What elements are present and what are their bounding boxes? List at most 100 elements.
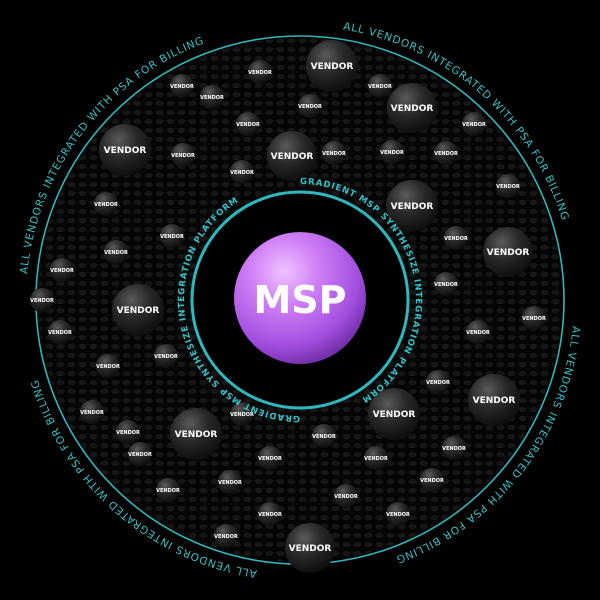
vendor-node: VENDOR (104, 240, 128, 264)
vendor-node: VENDOR (322, 141, 346, 165)
vendor-sphere (214, 524, 238, 548)
vendor-label: VENDOR (289, 544, 332, 554)
vendor-sphere (230, 160, 254, 184)
vendor-sphere (462, 112, 486, 136)
vendor-node: VENDOR (171, 143, 195, 167)
vendor-sphere (420, 468, 444, 492)
vendor-label: VENDOR (391, 104, 434, 114)
vendor-sphere (306, 40, 358, 92)
vendor-node: VENDOR (380, 140, 404, 164)
vendor-sphere (386, 502, 410, 526)
vendor-node: VENDOR (258, 446, 282, 470)
vendor-sphere (380, 140, 404, 164)
vendor-node: VENDOR (112, 284, 164, 336)
vendor-node: VENDOR (236, 112, 260, 136)
vendor-node: VENDOR (426, 370, 450, 394)
vendor-label: VENDOR (426, 380, 450, 386)
vendor-sphere (171, 143, 195, 167)
vendor-label: VENDOR (466, 330, 490, 336)
vendor-sphere (434, 272, 458, 296)
vendor-node: VENDOR (170, 74, 194, 98)
vendor-sphere (322, 141, 346, 165)
vendor-label: VENDOR (30, 298, 54, 304)
vendor-node: VENDOR (48, 320, 72, 344)
vendor-label: VENDOR (171, 153, 195, 159)
vendor-label: VENDOR (104, 146, 147, 156)
vendor-sphere (156, 478, 180, 502)
vendor-label: VENDOR (156, 488, 180, 494)
vendor-sphere (312, 424, 336, 448)
vendor-label: VENDOR (154, 354, 178, 360)
vendor-node: VENDOR (298, 94, 322, 118)
vendor-sphere (230, 402, 254, 426)
vendor-node: VENDOR (312, 424, 336, 448)
vendor-sphere (387, 83, 437, 133)
vendor-label: VENDOR (386, 512, 410, 518)
vendor-sphere (364, 446, 388, 470)
vendor-label: VENDOR (128, 452, 152, 458)
vendor-sphere (80, 400, 104, 424)
vendor-label: VENDOR (214, 534, 238, 540)
vendor-node: VENDOR (420, 468, 444, 492)
vendor-label: VENDOR (218, 480, 242, 486)
vendor-node: VENDOR (230, 402, 254, 426)
vendor-node: VENDOR (334, 484, 358, 508)
vendor-sphere (154, 344, 178, 368)
vendor-label: VENDOR (312, 434, 336, 440)
vendor-sphere (94, 192, 118, 216)
vendor-sphere (466, 320, 490, 344)
vendor-node: VENDOR (444, 226, 468, 250)
vendor-node: VENDOR (368, 74, 392, 98)
vendor-label: VENDOR (271, 152, 314, 162)
vendor-sphere (104, 240, 128, 264)
vendor-node: VENDOR (80, 400, 104, 424)
vendor-sphere (236, 112, 260, 136)
vendor-node: VENDOR (368, 388, 420, 440)
vendor-label: VENDOR (444, 236, 468, 242)
vendor-label: VENDOR (334, 494, 358, 500)
vendor-label: VENDOR (462, 122, 486, 128)
vendor-label: VENDOR (117, 306, 160, 316)
vendor-node: VENDOR (387, 83, 437, 133)
vendor-sphere (368, 74, 392, 98)
vendor-sphere (48, 320, 72, 344)
vendor-node: VENDOR (285, 523, 335, 573)
vendor-label: VENDOR (496, 184, 520, 190)
vendor-sphere (496, 174, 520, 198)
vendor-sphere (267, 131, 317, 181)
vendor-label: VENDOR (230, 412, 254, 418)
vendor-node: VENDOR (434, 141, 458, 165)
vendor-sphere (442, 436, 466, 460)
vendor-sphere (258, 446, 282, 470)
vendor-sphere (468, 374, 520, 426)
vendor-label: VENDOR (104, 250, 128, 256)
vendor-node: VENDOR (386, 502, 410, 526)
vendor-nodes: VENDORVENDORVENDORVENDORVENDORVENDORVEND… (30, 40, 546, 573)
vendor-node: VENDOR (154, 344, 178, 368)
vendor-node: VENDOR (434, 272, 458, 296)
vendor-label: VENDOR (420, 478, 444, 484)
vendor-label: VENDOR (442, 446, 466, 452)
vendor-label: VENDOR (368, 84, 392, 90)
vendor-label: VENDOR (434, 151, 458, 157)
vendor-label: VENDOR (311, 62, 354, 72)
vendor-node: VENDOR (483, 227, 533, 277)
vendor-label: VENDOR (373, 410, 416, 420)
vendor-node: VENDOR (218, 470, 242, 494)
vendor-sphere (99, 124, 151, 176)
vendor-label: VENDOR (522, 316, 546, 322)
vendor-sphere (96, 354, 120, 378)
vendor-node: VENDOR (128, 442, 152, 466)
vendor-sphere (248, 60, 272, 84)
vendor-label: VENDOR (116, 430, 140, 436)
vendor-label: VENDOR (230, 170, 254, 176)
vendor-sphere (160, 224, 184, 248)
vendor-label: VENDOR (96, 364, 120, 370)
vendor-sphere (258, 502, 282, 526)
vendor-sphere (368, 388, 420, 440)
vendor-node: VENDOR (468, 374, 520, 426)
vendor-label: VENDOR (434, 282, 458, 288)
vendor-node: VENDOR (200, 85, 224, 109)
vendor-label: VENDOR (380, 150, 404, 156)
